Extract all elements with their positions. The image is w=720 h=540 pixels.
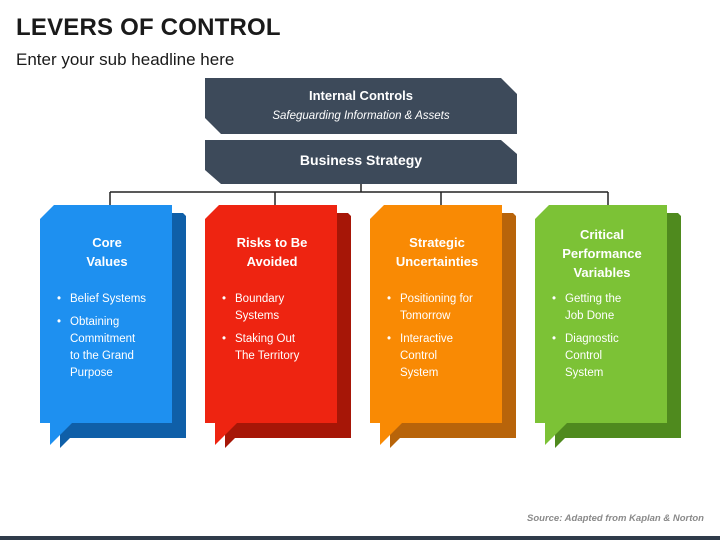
list-item: •Belief Systems bbox=[57, 293, 147, 305]
card-title: Strategic Uncertainties bbox=[395, 235, 479, 269]
internal-controls-title: Internal Controls bbox=[308, 88, 413, 103]
card-core-values: Core Values •Belief Systems •Obtaining C… bbox=[40, 205, 190, 455]
card-title: Core Values bbox=[86, 235, 128, 269]
list-item: •Staking Out The Territory bbox=[222, 333, 300, 362]
card-critical-performance-variables: Critical Performance Variables •Getting … bbox=[535, 205, 685, 455]
card-title: Risks to Be Avoided bbox=[236, 235, 308, 269]
list-item: •Diagnostic Control System bbox=[552, 333, 619, 379]
business-strategy-box: Business Strategy bbox=[205, 140, 517, 184]
list-item: •Boundary Systems bbox=[222, 293, 285, 322]
source-note: Source: Adapted from Kaplan & Norton bbox=[527, 513, 704, 524]
bottom-bar bbox=[0, 536, 720, 540]
page-title: LEVERS OF CONTROL bbox=[16, 14, 281, 41]
list-item: •Interactive Control System bbox=[387, 333, 454, 379]
card-risks-to-be-avoided: Risks to Be Avoided •Boundary Systems •S… bbox=[205, 205, 355, 455]
list-item: •Positioning for Tomorrow bbox=[387, 293, 473, 322]
list-item: •Getting the Job Done bbox=[552, 293, 622, 322]
card-title: Critical Performance Variables bbox=[562, 227, 642, 280]
page-subtitle: Enter your sub headline here bbox=[16, 50, 235, 69]
business-strategy-label: Business Strategy bbox=[299, 152, 423, 168]
card-strategic-uncertainties: Strategic Uncertainties •Positioning for… bbox=[370, 205, 520, 455]
list-item: •Obtaining Commitment to the Grand Purpo… bbox=[57, 316, 136, 379]
internal-controls-subtitle: Safeguarding Information & Assets bbox=[272, 110, 450, 122]
internal-controls-box: Internal Controls Safeguarding Informati… bbox=[205, 78, 517, 134]
